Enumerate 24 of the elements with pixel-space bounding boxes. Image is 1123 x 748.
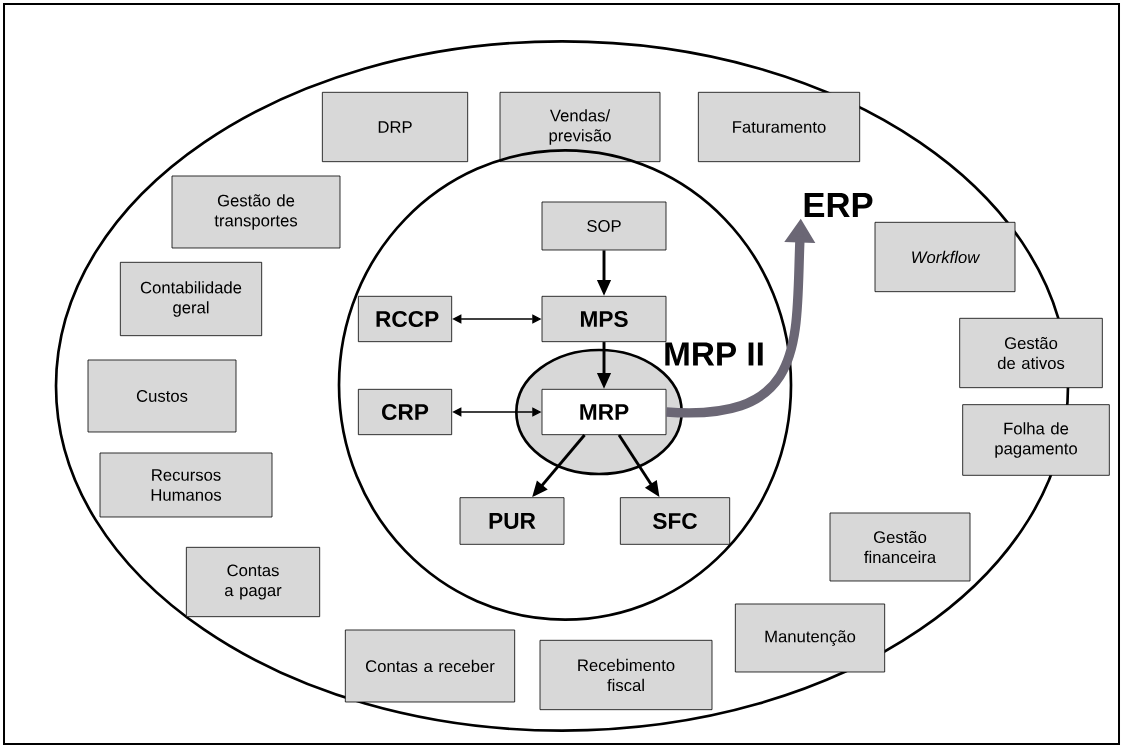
erp-heading: ERP (804, 193, 873, 217)
process-box: RCCP (357, 295, 453, 343)
process-box: CRP (357, 388, 453, 436)
process-box: Contas a receber (344, 629, 516, 703)
process-box: Contas a pagar (185, 546, 321, 618)
process-box: Recursos Humanos (99, 452, 273, 518)
process-box: Custos (87, 359, 237, 433)
process-box: MRP (541, 388, 667, 436)
process-box: DRP (321, 91, 469, 163)
ellipse-heading: MRP II (665, 342, 763, 366)
process-box: MPS (541, 295, 667, 343)
process-box: Folha de pagamento (962, 404, 1110, 476)
process-box: Vendas/ previsão (499, 91, 661, 163)
process-box: Recebimento fiscal (539, 639, 713, 711)
process-box: Gestão de ativos (959, 317, 1103, 389)
process-box: Contabilidade geral (119, 261, 263, 337)
process-box: Workflow (874, 221, 1016, 293)
process-box: PUR (459, 497, 565, 545)
process-box: Faturamento (697, 91, 861, 163)
process-box: Gestão de transportes (171, 175, 341, 249)
process-box: SFC (619, 497, 731, 545)
process-box: Manutenção (734, 603, 886, 673)
process-box: Gestão financeira (829, 512, 971, 582)
process-box: SOP (541, 201, 667, 251)
